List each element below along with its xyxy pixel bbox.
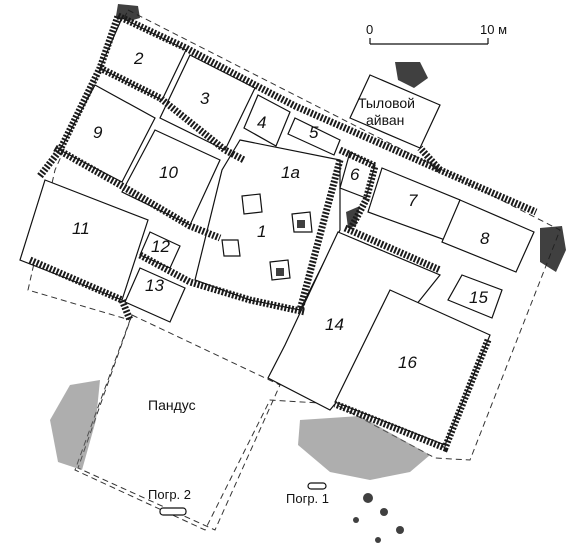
burial-1-label: Погр. 1 (286, 491, 329, 506)
reconstructed-outline (27, 9, 561, 531)
room-label-4: 4 (257, 113, 266, 132)
aivan-label-line1: Тыловой (358, 95, 415, 111)
ramp-label: Пандус (148, 397, 196, 413)
room-label-6: 6 (350, 165, 360, 184)
room-5 (287, 117, 341, 156)
room-label-11: 11 (72, 219, 90, 238)
room-label-1a: 1а (281, 163, 300, 182)
room-label-8: 8 (480, 229, 490, 248)
aivan-label-line2: айван (366, 112, 404, 128)
room-label-5: 5 (309, 123, 319, 142)
room-label-13: 13 (145, 276, 164, 295)
room-label-10: 10 (159, 163, 178, 182)
room-11 (19, 179, 149, 301)
rubble-areas (50, 4, 566, 543)
room-8 (441, 199, 535, 273)
room-label-12: 12 (151, 237, 170, 256)
walls (28, 12, 538, 453)
ramp-outline (77, 314, 281, 531)
room-label-3: 3 (200, 89, 210, 108)
burial-2-marker (159, 507, 187, 516)
burial-1-marker (307, 482, 327, 490)
scale-max-label: 10 м (480, 22, 507, 37)
room-label-15: 15 (469, 288, 488, 307)
room-label-7: 7 (408, 191, 418, 210)
room-14 (267, 231, 441, 411)
room-label-2: 2 (133, 49, 144, 68)
burial-2-label: Погр. 2 (148, 487, 191, 502)
room-4 (243, 94, 291, 147)
room-15 (447, 274, 503, 319)
room-label-1: 1 (257, 222, 266, 241)
room-label-9: 9 (93, 123, 103, 142)
pillar-bases (221, 193, 313, 281)
room-13 (124, 267, 186, 323)
room-label-16: 16 (398, 353, 417, 372)
room-label-14: 14 (325, 315, 344, 334)
scale-zero-label: 0 (366, 22, 373, 37)
scale-bar: 0 10 м (366, 22, 507, 45)
